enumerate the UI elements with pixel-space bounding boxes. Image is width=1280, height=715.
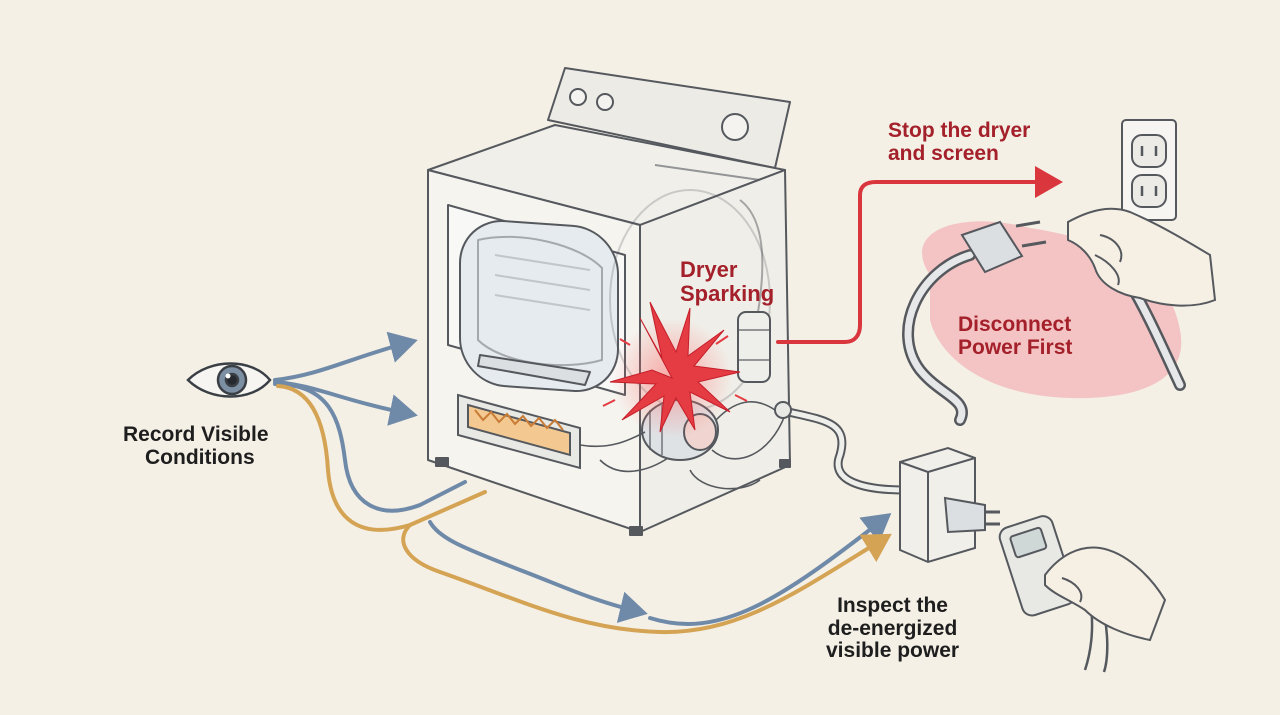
inspect-label-line1: Inspect the [837, 594, 948, 617]
disconnect-power-label: Disconnect Power First [958, 313, 1073, 359]
power-plug-icon [943, 496, 1000, 534]
flow-arrows [273, 166, 1063, 635]
junction-box-icon [899, 446, 976, 564]
dryer-sparking-label: Dryer Sparking [680, 258, 774, 306]
inspect-path-blue-2 [428, 520, 648, 623]
stop-dryer-label: Stop the dryer and screen [888, 119, 1031, 165]
inspect-path-blue-3 [648, 513, 892, 626]
inspect-arrow-upper [273, 331, 418, 382]
stop-label-line2: and screen [888, 141, 999, 165]
inspect-path-gold [276, 384, 487, 532]
disconnect-label-line2: Power First [958, 335, 1073, 359]
inspect-label-line2: de-energized [827, 616, 958, 640]
sparking-label-line2: Sparking [680, 280, 775, 306]
inspect-power-label: Inspect the de-energized visible power [826, 594, 960, 663]
control-knob [569, 88, 587, 106]
record-conditions-label: Record Visible Conditions [123, 423, 269, 469]
stop-dryer-arrow [776, 166, 1063, 344]
record-label-line2: Conditions [145, 445, 255, 469]
inspect-path-blue [273, 382, 467, 513]
inspect-path-gold-2 [401, 523, 892, 635]
stop-label-line1: Stop the dryer [888, 119, 1031, 142]
inspect-label-line3: visible power [826, 639, 960, 663]
spark-burst-icon [602, 301, 748, 438]
hand-icon [1067, 207, 1217, 307]
control-dial [721, 113, 749, 141]
power-plug-icon [960, 220, 1047, 274]
dryer-drum [459, 220, 619, 393]
wall-outlet-icon [1121, 119, 1177, 221]
disconnect-label-line1: Disconnect [958, 313, 1072, 336]
hand-icon [1044, 546, 1167, 642]
sparking-label-line1: Dryer [680, 257, 738, 282]
eye-icon [186, 362, 272, 398]
internal-wiring [579, 401, 786, 490]
record-label-line1: Record Visible [123, 423, 269, 446]
power-cord [774, 401, 910, 495]
heating-element [457, 393, 581, 470]
dryer [427, 67, 791, 536]
control-knob [596, 93, 614, 111]
